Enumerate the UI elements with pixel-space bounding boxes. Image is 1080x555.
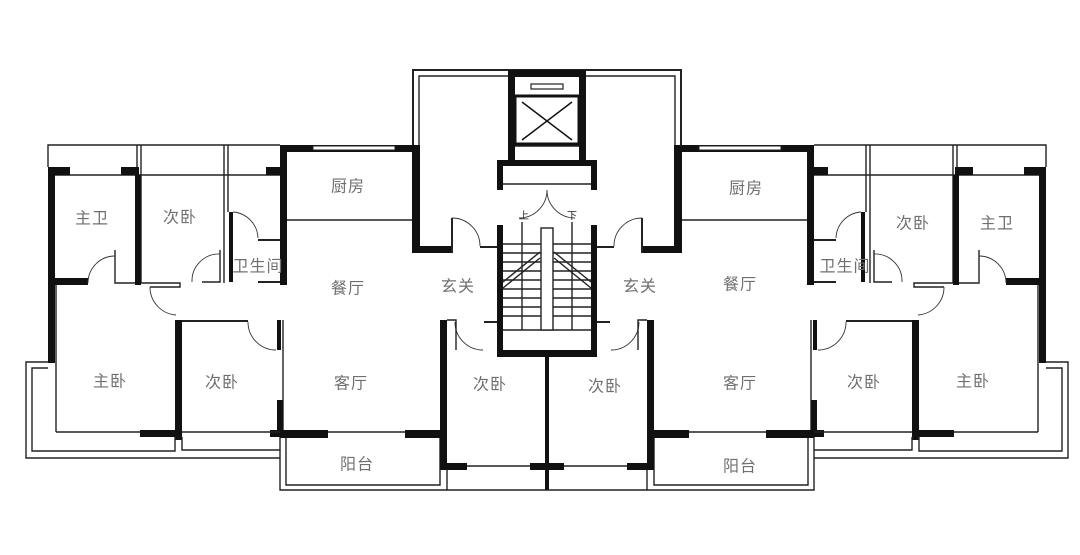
room-label-kitchen: 厨房: [729, 179, 763, 198]
room-label-master-bath: 主卫: [980, 214, 1014, 233]
stair-up-label: 上: [519, 210, 529, 222]
elevator-door: [530, 83, 564, 90]
room-label-master-bedroom: 主卧: [93, 372, 127, 391]
stair-down-label: 下: [567, 211, 577, 222]
room-label-bedroom: 次卧: [588, 377, 622, 396]
stair-handrail: [540, 227, 554, 331]
room-label-dining: 餐厅: [331, 279, 365, 298]
elevator-cross-icon: [521, 101, 573, 141]
room-label-kitchen: 厨房: [331, 177, 365, 196]
room-label-bedroom: 次卧: [163, 208, 197, 227]
room-label-living: 客厅: [723, 374, 757, 393]
room-label-living: 客厅: [334, 374, 368, 393]
room-label-master-bedroom: 主卧: [956, 372, 990, 391]
room-label-bathroom: 卫生间: [232, 257, 283, 276]
room-label-dining: 餐厅: [723, 275, 757, 294]
room-label-foyer: 玄关: [623, 277, 657, 296]
room-label-bedroom: 次卧: [896, 214, 930, 233]
room-label-bedroom: 次卧: [205, 373, 239, 392]
room-label-balcony: 阳台: [340, 455, 374, 474]
room-label-foyer: 玄关: [441, 277, 475, 296]
room-label-balcony: 阳台: [723, 457, 757, 476]
room-label-bedroom: 次卧: [473, 375, 507, 394]
room-label-bathroom: 卫生间: [819, 257, 870, 276]
room-label-bedroom: 次卧: [847, 373, 881, 392]
room-label-master-bath: 主卫: [75, 209, 109, 228]
